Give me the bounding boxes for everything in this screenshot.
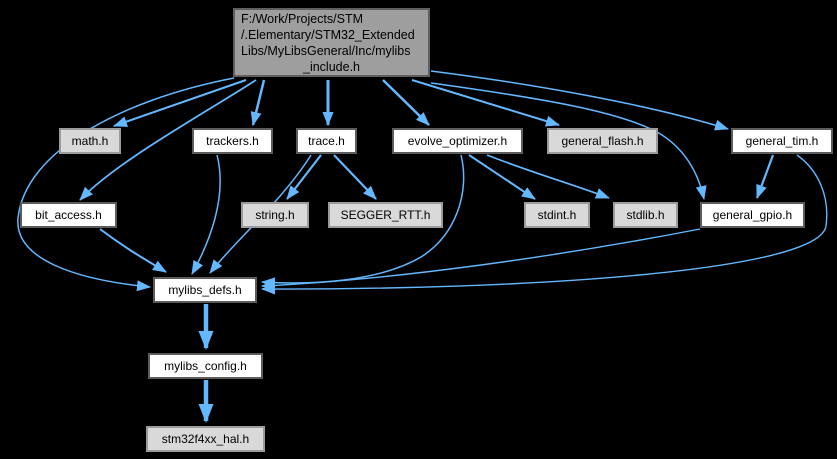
- node-mylibs_config-label: mylibs_config.h: [164, 359, 247, 373]
- node-math: math.h: [59, 128, 121, 154]
- node-bit_access[interactable]: bit_access.h: [20, 202, 117, 228]
- edge-trackers-to-mylibs_defs: [191, 154, 221, 275]
- node-bit_access-label: bit_access.h: [35, 208, 102, 222]
- edge-evolve_optimizer-to-stdint: [468, 154, 536, 200]
- edge-trace-to-SEGGER_RTT: [333, 154, 377, 200]
- node-evolve_optimizer-label: evolve_optimizer.h: [407, 134, 508, 148]
- node-trace[interactable]: trace.h: [296, 128, 357, 154]
- node-stm32f4xx_hal: stm32f4xx_hal.h: [146, 426, 265, 452]
- node-stm32f4xx_hal-label: stm32f4xx_hal.h: [161, 432, 250, 446]
- node-trackers-label: trackers.h: [206, 134, 259, 148]
- node-mylibs_defs-label: mylibs_defs.h: [168, 283, 242, 297]
- node-mylibs_defs[interactable]: mylibs_defs.h: [153, 277, 257, 303]
- edge-mylibs_include-to-evolve_optimizer: [382, 79, 430, 126]
- edge-mylibs_include-to-general_gpio: [430, 82, 707, 200]
- node-stdlib: stdlib.h: [613, 202, 678, 228]
- node-mylibs_include-label-line-3: Libs/MyLibsGeneral/Inc/mylibs: [241, 43, 411, 58]
- edge-mylibs_include-to-math: [113, 79, 247, 127]
- node-stdint: stdint.h: [524, 202, 590, 228]
- node-general_gpio[interactable]: general_gpio.h: [700, 202, 805, 228]
- node-general_gpio-label: general_gpio.h: [712, 208, 793, 222]
- edge-evolve_optimizer-to-stdlib: [486, 154, 610, 199]
- node-general_flash: general_flash.h: [547, 128, 658, 154]
- edge-mylibs_include-to-bit_access: [79, 79, 257, 201]
- edge-mylibs_include-to-general_tim: [430, 70, 729, 131]
- node-SEGGER_RTT: SEGGER_RTT.h: [328, 202, 443, 228]
- edge-mylibs_include-to-trackers: [250, 79, 266, 126]
- node-general_tim[interactable]: general_tim.h: [731, 128, 833, 154]
- node-math-label: math.h: [71, 134, 109, 148]
- node-mylibs_include: F:/Work/Projects/STM/.Elementary/STM32_E…: [233, 8, 430, 77]
- node-mylibs_config[interactable]: mylibs_config.h: [148, 353, 263, 379]
- node-mylibs_include-label-line-1: F:/Work/Projects/STM: [241, 11, 364, 26]
- node-mylibs_include-label-line-4: _include.h: [303, 59, 360, 74]
- node-SEGGER_RTT-label: SEGGER_RTT.h: [340, 208, 431, 222]
- node-string: string.h: [241, 202, 309, 228]
- node-general_tim-label: general_tim.h: [745, 134, 819, 148]
- edge-general_gpio-to-mylibs_defs: [261, 228, 701, 291]
- node-stdlib-label: stdlib.h: [626, 208, 665, 222]
- node-stdint-label: stdint.h: [537, 208, 577, 222]
- edge-general_tim-to-general_gpio: [755, 154, 775, 199]
- edge-bit_access-to-mylibs_defs: [99, 228, 167, 273]
- node-trackers[interactable]: trackers.h: [192, 128, 273, 154]
- edge-mylibs_include-to-mylibs_defs: [17, 77, 235, 292]
- edge-general_tim-to-mylibs_defs: [261, 154, 828, 295]
- node-trace-label: trace.h: [308, 134, 345, 148]
- node-mylibs_include-label-line-2: /.Elementary/STM32_Extended: [241, 27, 415, 42]
- node-evolve_optimizer[interactable]: evolve_optimizer.h: [392, 128, 523, 154]
- node-string-label: string.h: [255, 208, 295, 222]
- node-general_flash-label: general_flash.h: [561, 134, 644, 148]
- edge-trace-to-string: [286, 154, 322, 200]
- edge-mylibs_include-to-general_flash: [411, 79, 560, 127]
